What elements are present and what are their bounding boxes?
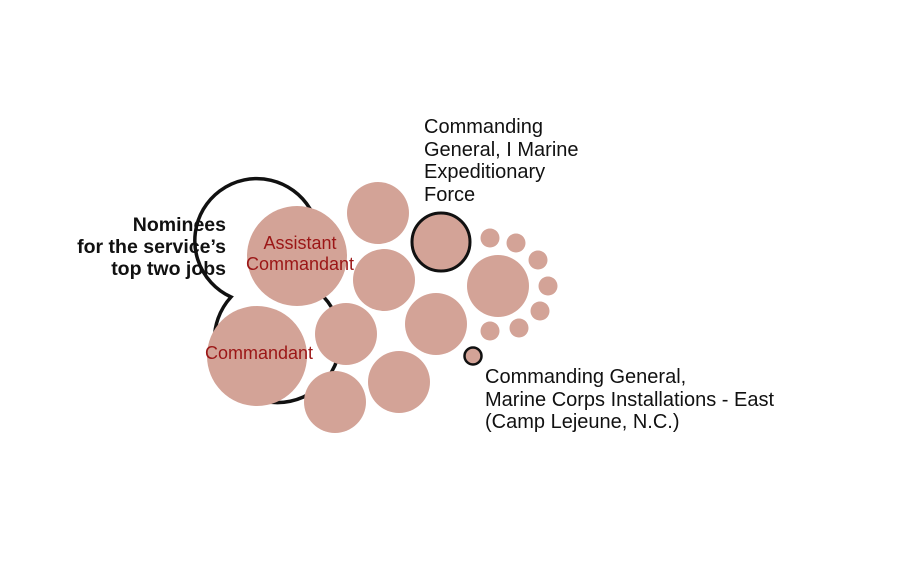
small-bubble	[480, 321, 500, 341]
small-bubble	[506, 233, 526, 253]
bubble	[368, 351, 430, 413]
marine-force-line-4: Force	[424, 183, 476, 206]
bubble	[304, 371, 366, 433]
installations-east-label: Commanding General, Marine Corps Install…	[485, 366, 774, 434]
marine-force-line-1: Commanding	[424, 116, 543, 138]
assistant-commandant-label: Assistant Commandant	[226, 233, 374, 275]
nominees-line-3: top two jobs	[111, 258, 226, 280]
bubble-marine-expeditionary-force	[410, 211, 472, 273]
commandant-text: Commandant	[204, 343, 314, 363]
installations-line-2: Marine Corps Installations - East	[485, 388, 775, 411]
nominees-line-2: for the service’s	[77, 236, 226, 258]
bubble	[347, 182, 409, 244]
bubble-commandant	[207, 306, 307, 406]
bubble-installations-east	[463, 346, 483, 366]
bubble	[467, 255, 529, 317]
bubble-assistant-commandant	[247, 206, 347, 306]
commandant-label: Commandant	[186, 343, 332, 364]
small-bubble	[530, 301, 550, 321]
installations-line-1: Commanding General,	[485, 366, 687, 388]
nominees-line-1: Nominees	[132, 214, 226, 236]
marine-force-line-3: Expeditionary	[424, 161, 546, 183]
bubble	[315, 303, 377, 365]
bubble	[405, 293, 467, 355]
assistant-commandant-line-2: Commandant	[245, 254, 355, 274]
small-bubble	[480, 228, 500, 248]
small-bubble	[538, 276, 558, 296]
assistant-commandant-line-1: Assistant	[263, 233, 337, 253]
marine-force-line-2: General, I Marine	[424, 138, 579, 161]
bubble	[353, 249, 415, 311]
marine-expeditionary-force-label: Commanding General, I Marine Expeditiona…	[424, 116, 579, 206]
installations-line-3: (Camp Lejeune, N.C.)	[485, 411, 680, 433]
nominees-heading: Nominees for the service’s top two jobs	[0, 214, 226, 280]
small-bubble	[528, 250, 548, 270]
small-bubble	[509, 318, 529, 338]
